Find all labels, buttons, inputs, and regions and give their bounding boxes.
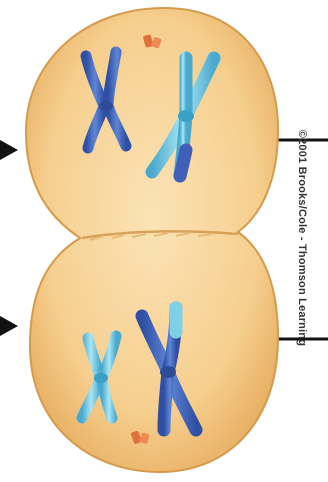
arrowhead-icon-bottom bbox=[0, 316, 18, 336]
arrowhead-icon-top bbox=[0, 140, 18, 160]
dividing-cell bbox=[26, 8, 278, 472]
copyright-credit: ©2001 Brooks/Cole - Thomson Learning bbox=[296, 130, 308, 346]
